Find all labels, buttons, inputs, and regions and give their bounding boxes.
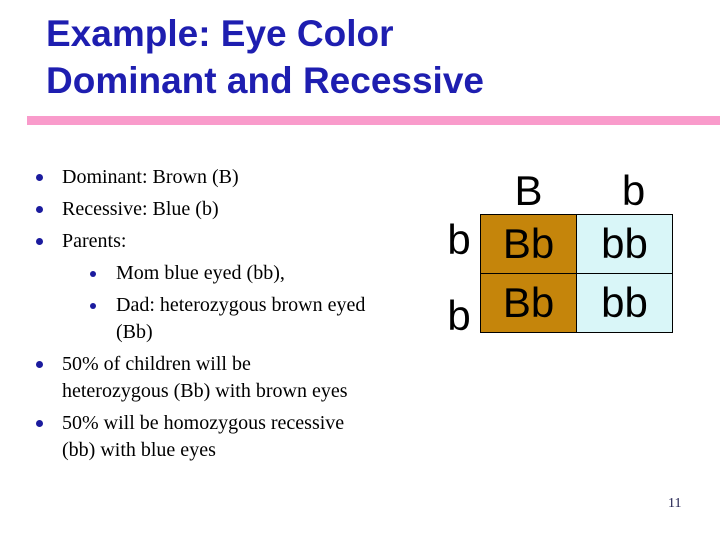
bullet-dot-icon (36, 206, 43, 213)
bullet-text: 50% will be homozygous recessive (bb) wi… (62, 412, 345, 461)
bullet-text: Mom blue eyed (bb), (116, 262, 285, 284)
title-divider-bar (27, 116, 720, 125)
bullet-dot-icon (36, 361, 43, 368)
punnett-cell-bb: bb (576, 214, 673, 274)
punnett-cell-Bb: Bb (480, 214, 577, 274)
bullet-dot-icon (90, 271, 96, 277)
bullet-item: 50% will be homozygous recessive (bb) wi… (30, 410, 430, 464)
punnett-row: Bb bb (480, 214, 673, 274)
bullet-item: Recessive: Blue (b) (30, 196, 430, 223)
punnett-col-header-b: b (621, 167, 646, 214)
title-line-2: Dominant and Recessive (46, 60, 484, 101)
bullet-text: Dominant: Brown (B) (62, 166, 239, 188)
bullet-text: Recessive: Blue (b) (62, 198, 219, 220)
punnett-col-header-B: B (514, 167, 543, 214)
bullet-list: Dominant: Brown (B) Recessive: Blue (b) … (30, 164, 430, 469)
bullet-item: Dominant: Brown (B) (30, 164, 430, 191)
punnett-row-header-b1: b (447, 216, 471, 263)
bullet-item: Parents: (30, 228, 430, 255)
page-number: 11 (668, 496, 682, 511)
bullet-text: 50% of children will be heterozygous (Bb… (62, 353, 348, 402)
bullet-dot-icon (36, 238, 43, 245)
bullet-item: Mom blue eyed (bb), (30, 260, 430, 287)
punnett-square: Bb bb Bb bb (480, 214, 673, 333)
punnett-row-header-b2: b (447, 292, 471, 339)
punnett-cell-bb: bb (576, 273, 673, 333)
bullet-text: Dad: heterozygous brown eyed (Bb) (116, 294, 366, 343)
punnett-cell-Bb: Bb (480, 273, 577, 333)
bullet-item: 50% of children will be heterozygous (Bb… (30, 351, 430, 405)
bullet-dot-icon (90, 303, 96, 309)
bullet-text: Parents: (62, 230, 127, 252)
punnett-row: Bb bb (480, 273, 673, 333)
title-line-1: Example: Eye Color (46, 13, 394, 54)
bullet-dot-icon (36, 174, 43, 181)
bullet-dot-icon (36, 420, 43, 427)
bullet-item: Dad: heterozygous brown eyed (Bb) (30, 292, 430, 346)
page-title: Example: Eye Color Dominant and Recessiv… (46, 10, 484, 104)
